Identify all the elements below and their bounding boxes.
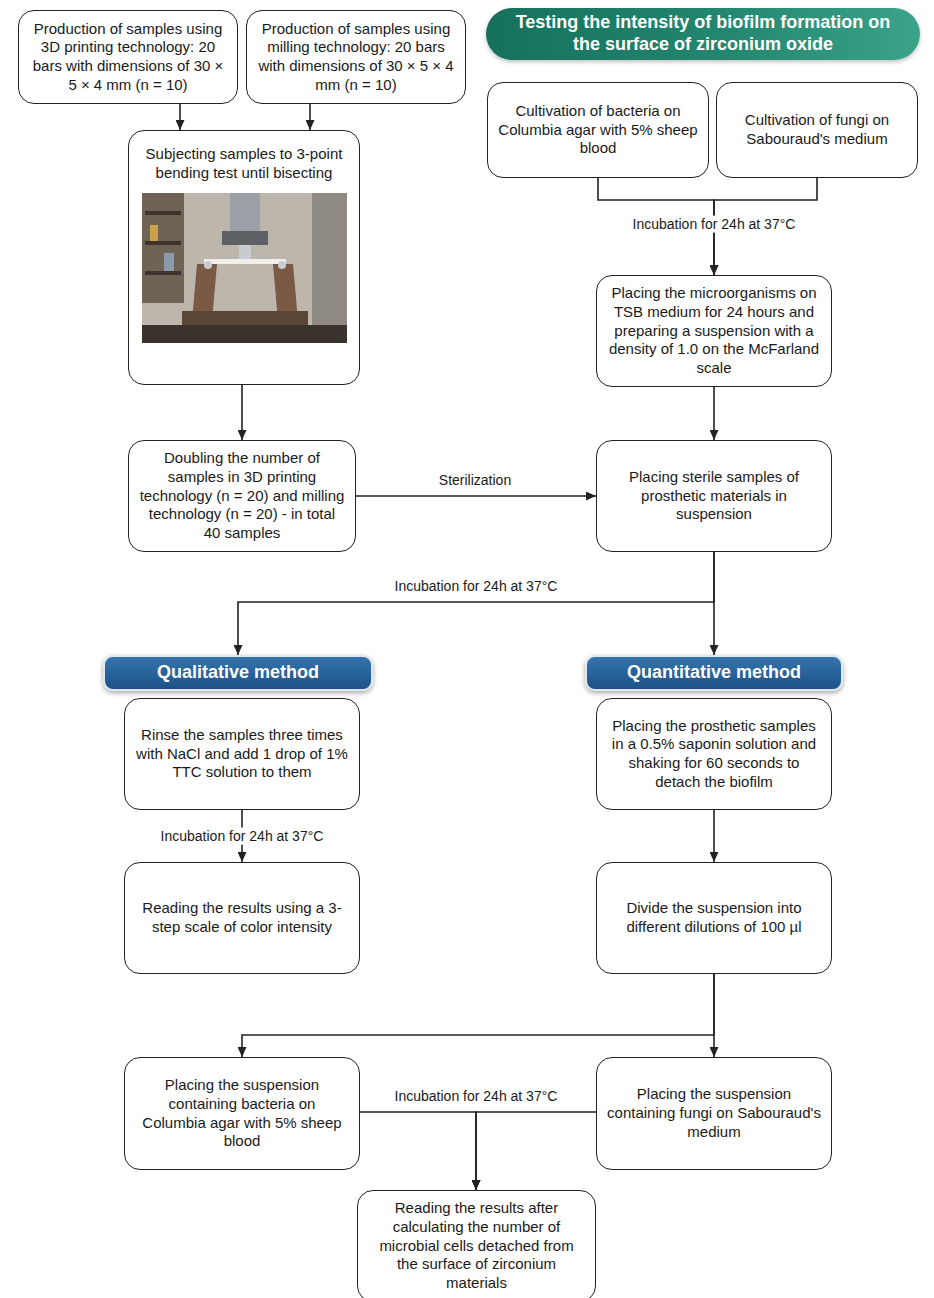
edge-label: Sterilization xyxy=(435,472,515,489)
flow-arrow xyxy=(179,104,181,130)
box-text: Cultivation of bacteria on Columbia agar… xyxy=(498,102,698,158)
photo-specimen xyxy=(204,259,286,264)
photo-shelf-board xyxy=(145,211,181,215)
photo-crosshead xyxy=(222,231,268,245)
box-text: Placing the suspension containing fungi … xyxy=(607,1085,821,1141)
flow-arrow xyxy=(360,1112,476,1190)
edge-label: Incubation for 24h at 37°C xyxy=(629,216,800,233)
flow-arrow xyxy=(356,495,596,497)
box-text: Production of samples using 3D printing … xyxy=(29,20,227,95)
process-box: Placing the prosthetic samples in a 0.5%… xyxy=(596,698,832,810)
process-box: Reading the results after calculating th… xyxy=(357,1190,596,1298)
process-box: Production of samples using milling tech… xyxy=(246,10,466,104)
process-box: Cultivation of fungi on Sabouraud's medi… xyxy=(716,82,918,178)
process-box: Rinse the samples three times with NaCl … xyxy=(124,698,360,810)
flow-arrow xyxy=(241,385,243,440)
box-text: Placing the prosthetic samples in a 0.5%… xyxy=(607,717,821,792)
flow-arrow xyxy=(713,810,715,862)
process-box: Placing the suspension containing bacter… xyxy=(124,1057,360,1170)
process-box: Placing the microorganisms on TSB medium… xyxy=(596,275,832,387)
photo-roller xyxy=(204,261,212,269)
flow-arrow xyxy=(713,552,715,655)
photo-shelf-item xyxy=(164,253,174,271)
process-box: Placing the suspension containing fungi … xyxy=(596,1057,832,1170)
photo-roller xyxy=(278,261,286,269)
bending-test-photo xyxy=(142,193,347,343)
box-text: Quantitative method xyxy=(627,662,801,684)
box-text: Testing the intensity of biofilm formati… xyxy=(500,12,906,55)
flow-arrow xyxy=(713,974,715,1057)
edge-label: Incubation for 24h at 37°C xyxy=(391,578,562,595)
box-text: Placing the microorganisms on TSB medium… xyxy=(607,284,821,378)
edge-label: Incubation for 24h at 37°C xyxy=(391,1088,562,1105)
box-text: Cultivation of fungi on Sabouraud's medi… xyxy=(727,111,907,149)
process-box: Reading the results using a 3-step scale… xyxy=(124,862,360,974)
box-text: Placing sterile samples of prosthetic ma… xyxy=(607,468,821,524)
process-box: Cultivation of bacteria on Columbia agar… xyxy=(487,82,709,178)
flow-arrow xyxy=(713,387,715,440)
box-text: Placing the suspension containing bacter… xyxy=(135,1076,349,1151)
photo-load-cell xyxy=(230,193,260,233)
edge-label: Incubation for 24h at 37°C xyxy=(157,828,328,845)
flow-arrow xyxy=(242,974,714,1057)
flow-arrow xyxy=(309,104,311,130)
process-box: Placing sterile samples of prosthetic ma… xyxy=(596,440,832,552)
method-header: Quantitative method xyxy=(585,655,843,691)
box-text: Divide the suspension into different dil… xyxy=(607,899,821,937)
photo-shelf-board xyxy=(145,271,181,275)
photo-frame xyxy=(312,193,347,343)
box-text: Rinse the samples three times with NaCl … xyxy=(135,726,349,782)
process-box: Doubling the number of samples in 3D pri… xyxy=(128,440,356,552)
photo-table xyxy=(142,325,347,343)
photo-shelf-board xyxy=(145,241,181,245)
photo-wall xyxy=(142,193,347,343)
photo-shelf xyxy=(142,193,184,303)
method-header: Qualitative method xyxy=(103,655,373,691)
flow-arrow xyxy=(238,552,714,655)
process-box: Subjecting samples to 3-point bending te… xyxy=(128,130,360,385)
box-text: Reading the results after calculating th… xyxy=(368,1199,585,1293)
section-header: Testing the intensity of biofilm formati… xyxy=(486,8,920,60)
box-text: Reading the results using a 3-step scale… xyxy=(135,899,349,937)
photo-shelf-item xyxy=(150,225,158,241)
process-box: Divide the suspension into different dil… xyxy=(596,862,832,974)
box-text: Subjecting samples to 3-point bending te… xyxy=(139,145,349,183)
photo-plunger xyxy=(239,245,251,259)
flow-arrow xyxy=(476,1112,596,1190)
box-text: Qualitative method xyxy=(157,662,319,684)
box-text: Production of samples using milling tech… xyxy=(257,20,455,95)
process-box: Production of samples using 3D printing … xyxy=(18,10,238,104)
photo-base xyxy=(182,311,308,325)
box-text: Doubling the number of samples in 3D pri… xyxy=(139,449,345,543)
